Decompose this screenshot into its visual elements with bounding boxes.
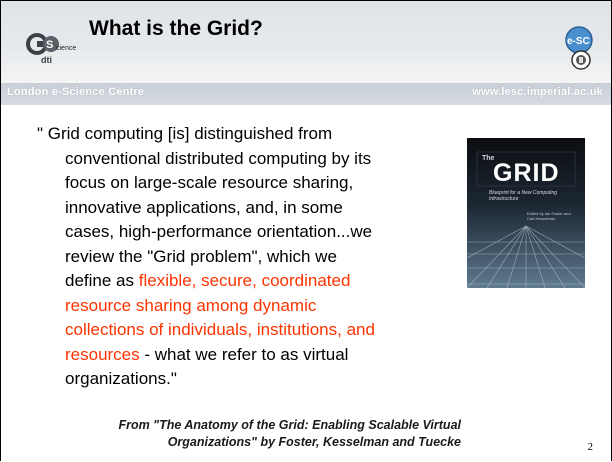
institution-name: London e-Science Centre bbox=[7, 86, 145, 98]
svg-text:cience: cience bbox=[56, 45, 76, 52]
e-science-logo: S cience dti bbox=[23, 26, 93, 68]
quote-highlight: resource sharing among dynamic bbox=[65, 295, 317, 315]
quote-line: " Grid computing [is] distinguished from bbox=[37, 124, 333, 143]
website-url: www.lesc.imperial.ac.uk bbox=[472, 86, 603, 98]
e-science-logo-icon: S cience dti bbox=[26, 33, 76, 65]
header-strip bbox=[1, 83, 611, 105]
citation: From "The Anatomy of the Grid: Enabling … bbox=[41, 417, 461, 451]
quote-line: innovative applications, and, in some bbox=[65, 197, 343, 217]
svg-text:dti: dti bbox=[41, 55, 52, 65]
lesc-logo: e-SC bbox=[561, 25, 597, 73]
quote-line: focus on large-scale resource sharing, bbox=[65, 173, 354, 192]
book-cover-image: The GRID Blueprint for a New Computing I… bbox=[467, 138, 585, 288]
quote-line: organizations." bbox=[65, 369, 177, 388]
quote-line: define as flexible, secure, coordinated bbox=[37, 269, 451, 294]
quote-text: define as bbox=[65, 271, 139, 290]
quote-text: - what we refer to as virtual bbox=[139, 344, 349, 364]
quote-line: conventional distributed computing by it… bbox=[65, 148, 372, 168]
header-band bbox=[1, 1, 611, 83]
citation-line: Organizations" by Foster, Kesselman and … bbox=[167, 435, 461, 449]
lesc-logo-icon: e-SC bbox=[565, 26, 593, 70]
quote-highlight: resources bbox=[65, 344, 140, 364]
page-title: What is the Grid? bbox=[89, 17, 263, 40]
book-the-text: The bbox=[482, 155, 495, 162]
citation-line: From "The Anatomy of the Grid: Enabling … bbox=[118, 418, 461, 432]
quote-highlight: collections of individuals, institutions… bbox=[65, 320, 375, 339]
quote-line: resources - what we refer to as virtual bbox=[37, 343, 451, 368]
quote-line: review the "Grid problem", which we bbox=[65, 246, 337, 266]
book-subtitle: Blueprint for a New Computing Infrastruc… bbox=[489, 190, 558, 202]
quote-line: cases, high-performance orientation...we bbox=[65, 222, 373, 241]
page-number: 2 bbox=[587, 441, 594, 453]
svg-text:e-SC: e-SC bbox=[567, 36, 590, 47]
quote-block: " Grid computing [is] distinguished from… bbox=[37, 122, 451, 392]
book-cover-art bbox=[467, 138, 585, 288]
svg-text:S: S bbox=[46, 39, 53, 51]
book-title: GRID bbox=[493, 159, 560, 187]
book-editors: Edited by Ian Foster and Carl Kesselman bbox=[527, 211, 571, 221]
quote-highlight: flexible, secure, coordinated bbox=[138, 271, 351, 290]
